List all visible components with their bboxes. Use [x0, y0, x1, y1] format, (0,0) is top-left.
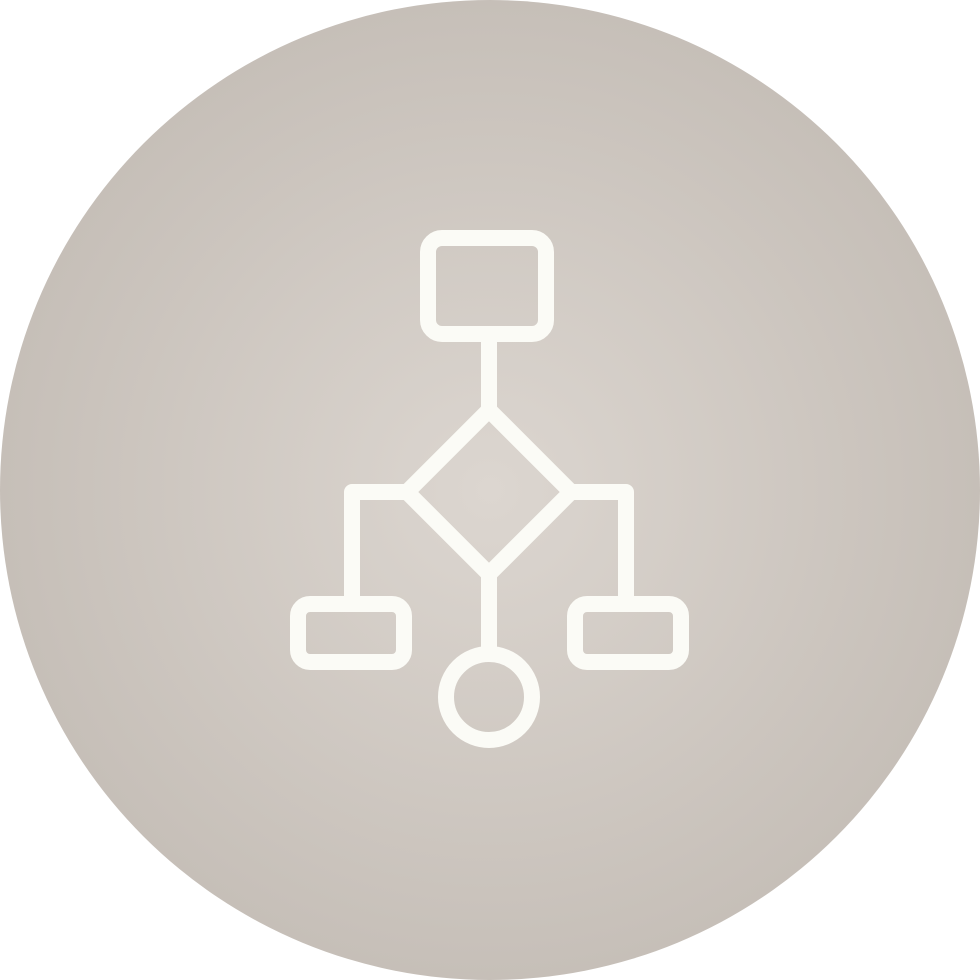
- left-connector-line: [344, 484, 415, 612]
- right-process-rectangle-shape: [567, 596, 689, 670]
- flowchart-glyph: [290, 230, 689, 748]
- end-circle-shape: [438, 646, 540, 748]
- right-connector-line: [563, 484, 634, 612]
- left-process-rectangle-shape: [290, 596, 412, 670]
